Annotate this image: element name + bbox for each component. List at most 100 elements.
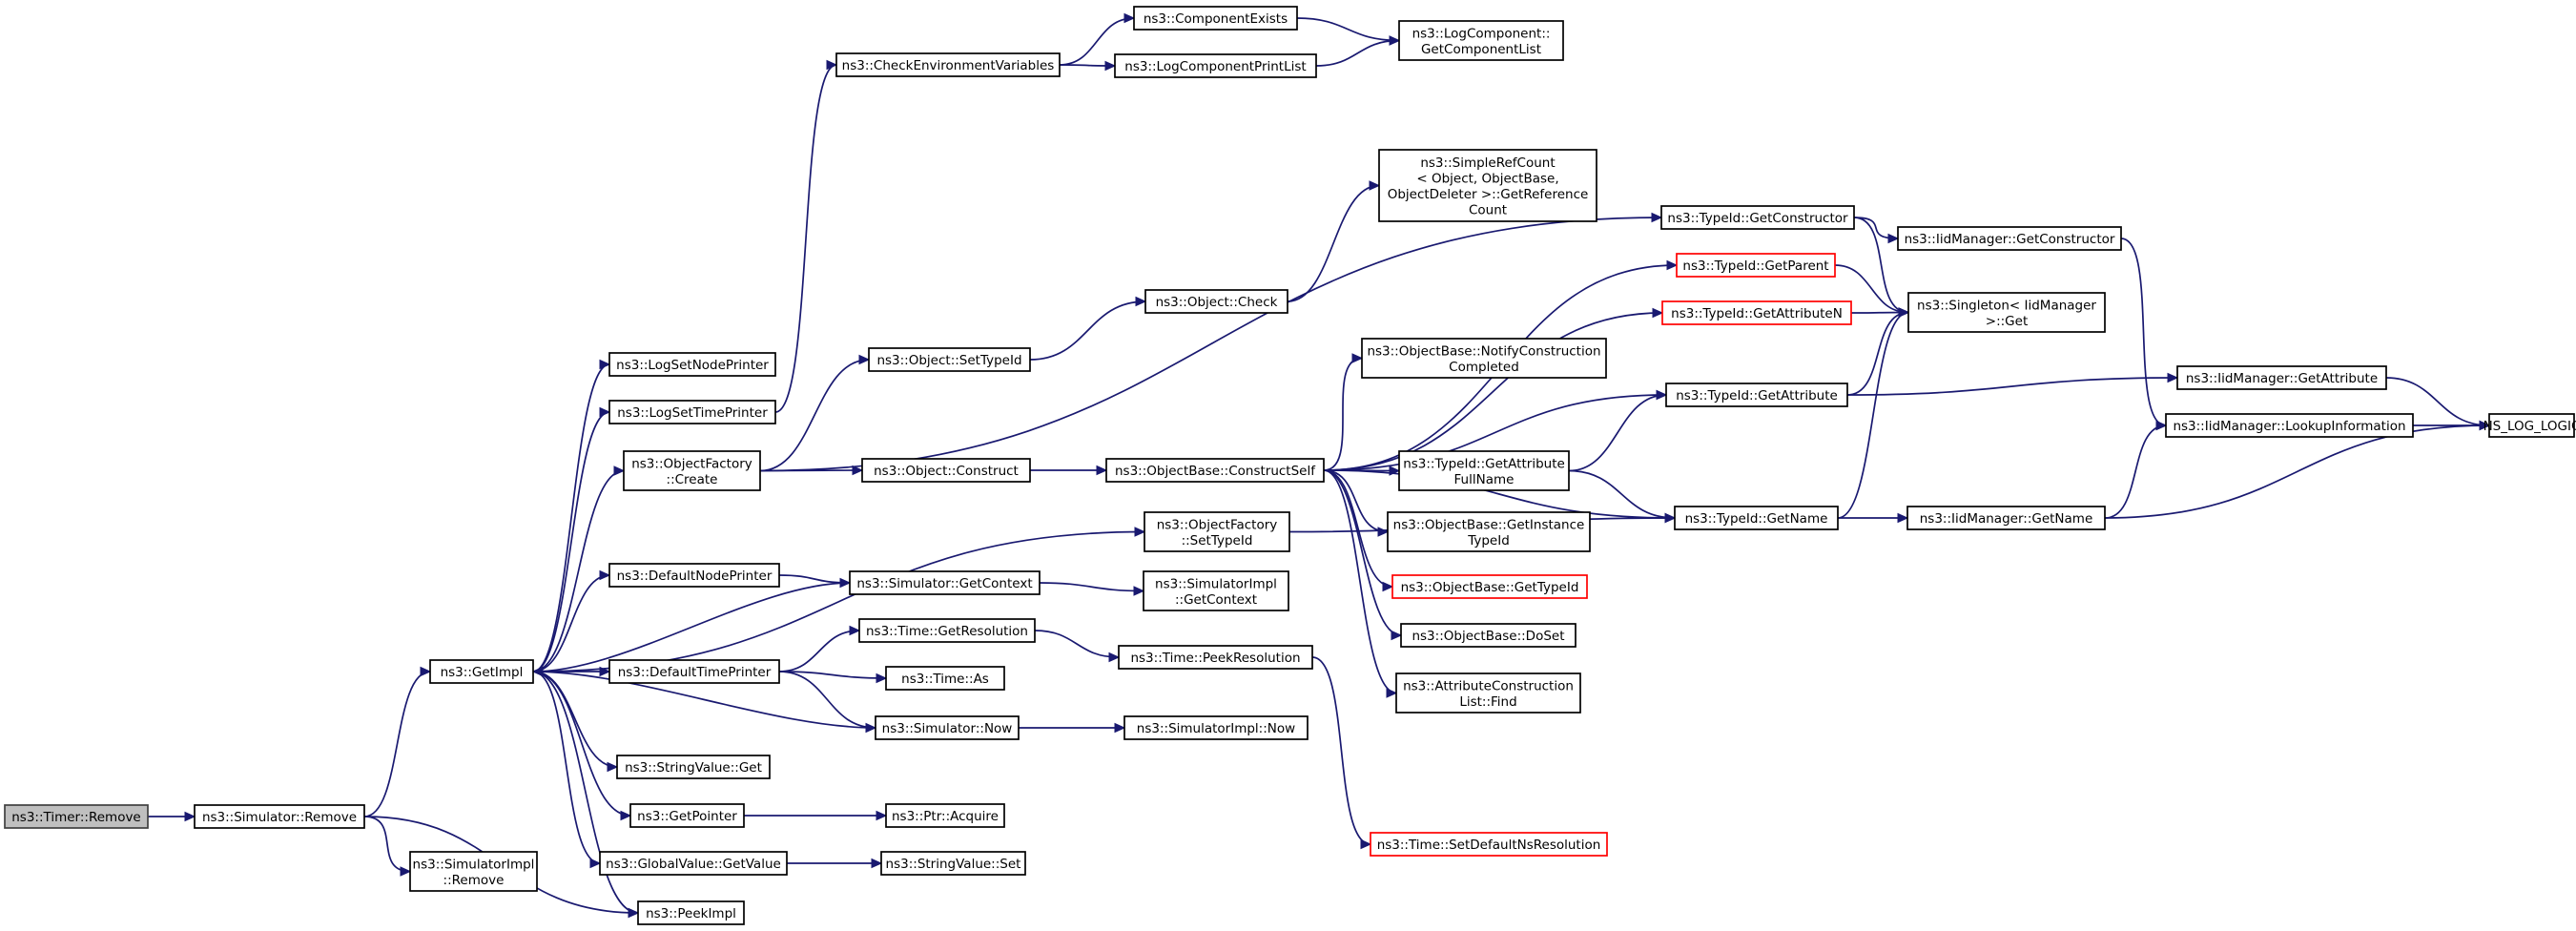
node-object-check[interactable]: ns3::Object::Check: [1144, 289, 1288, 314]
node-label: ns3::Simulator::Remove: [202, 810, 357, 825]
edge-iidmgr_getname-to-iidmgr_lookupinfo: [2104, 420, 2168, 519]
node-simimpl-getcontext[interactable]: ns3::SimulatorImpl::GetContext: [1143, 570, 1289, 611]
edge-checkenv-to-logcompprintlist: [1059, 60, 1117, 72]
node-simplerefcount[interactable]: ns3::SimpleRefCount< Object, ObjectBase,…: [1378, 149, 1597, 222]
node-label: ns3::DefaultNodePrinter: [617, 569, 773, 584]
edge-time_peekresolution-to-time_setdefaultns: [1311, 656, 1372, 850]
node-simimpl-remove[interactable]: ns3::SimulatorImpl::Remove: [409, 851, 538, 892]
node-typeid-getattribute[interactable]: ns3::TypeId::GetAttribute: [1665, 383, 1848, 407]
node-label: ns3::GetImpl: [441, 665, 524, 680]
node-iidmgr-getname[interactable]: ns3::IidManager::GetName: [1906, 506, 2106, 530]
node-label: ns3::PeekImpl: [646, 906, 736, 921]
node-defaulttime[interactable]: ns3::DefaultTimePrinter: [608, 659, 780, 684]
edge-objbase_constructself-to-attrconstrlist_find: [1323, 469, 1398, 698]
node-logcompprintlist[interactable]: ns3::LogComponentPrintList: [1114, 53, 1317, 78]
node-label: ns3::Time::SetDefaultNsResolution: [1377, 838, 1601, 853]
node-time-setdefaultns[interactable]: ns3::Time::SetDefaultNsResolution: [1370, 832, 1608, 857]
node-time-getresolution[interactable]: ns3::Time::GetResolution: [858, 618, 1036, 643]
node-getimpl[interactable]: ns3::GetImpl: [429, 659, 534, 684]
node-label: NS_LOG_LOGIC: [2483, 419, 2576, 434]
node-typeid-getattributen[interactable]: ns3::TypeId::GetAttributeN: [1661, 300, 1852, 325]
node-componentexists[interactable]: ns3::ComponentExists: [1133, 6, 1298, 31]
node-label: ns3::SimpleRefCount: [1420, 155, 1555, 171]
node-label: ns3::ObjectBase::GetInstance: [1393, 517, 1585, 532]
edge-iidmgr_getconstructor-to-iidmgr_lookupinfo: [2120, 238, 2168, 431]
edge-typeid_getconstructor-to-iidmgr_getconstructor: [1853, 217, 1900, 244]
node-checkenv[interactable]: ns3::CheckEnvironmentVariables: [835, 52, 1061, 77]
node-ns-log-logic[interactable]: NS_LOG_LOGIC: [2483, 413, 2576, 438]
edge-getimpl-to-defaultnode: [532, 569, 611, 672]
node-typeid-getname[interactable]: ns3::TypeId::GetName: [1674, 506, 1839, 530]
node-label: ns3::TypeId::GetAttribute: [1676, 388, 1838, 403]
node-label: ns3::IidManager::GetAttribute: [2186, 371, 2378, 386]
node-sim-getcontext[interactable]: ns3::Simulator::GetContext: [849, 570, 1041, 595]
edge-getimpl-to-globalvalue_getvalue: [532, 671, 602, 869]
node-label: GetComponentList: [1421, 42, 1541, 57]
node-label: ns3::SimulatorImpl: [413, 857, 535, 872]
node-sim-remove[interactable]: ns3::Simulator::Remove: [194, 804, 365, 829]
node-objfactory-settypeid[interactable]: ns3::ObjectFactory::SetTypeId: [1144, 511, 1290, 552]
edge-getimpl-to-stringvalue_get: [532, 671, 619, 773]
node-label: ns3::Singleton< IidManager: [1917, 298, 2096, 313]
node-defaultnode[interactable]: ns3::DefaultNodePrinter: [608, 563, 780, 588]
node-label: ns3::StringValue::Set: [886, 857, 1021, 872]
edge-getimpl-to-objfactory_settypeid: [532, 527, 1146, 672]
node-ptr-acquire[interactable]: ns3::Ptr::Acquire: [885, 803, 1005, 828]
node-label: ns3::SimulatorImpl::Now: [1137, 721, 1295, 736]
node-label: ns3::ObjectBase::NotifyConstruction: [1367, 343, 1600, 359]
node-time-as[interactable]: ns3::Time::As: [885, 666, 1005, 691]
node-label: ns3::Ptr::Acquire: [892, 809, 999, 824]
node-iidmgr-lookupinfo[interactable]: ns3::IidManager::LookupInformation: [2165, 413, 2414, 438]
edges-layer: [148, 12, 2491, 919]
nodes-layer: ns3::Timer::Remove ns3::Simulator::Remove…: [4, 6, 2576, 925]
node-label: ns3::IidManager::GetName: [1920, 511, 2093, 527]
node-label: ns3::LogSetTimePrinter: [617, 405, 768, 421]
node-label: ns3::Time::As: [901, 672, 989, 687]
node-label: ns3::SimulatorImpl: [1155, 576, 1277, 591]
node-object-settypeid[interactable]: ns3::Object::SetTypeId: [868, 347, 1031, 372]
node-logsettime[interactable]: ns3::LogSetTimePrinter: [608, 400, 776, 424]
node-sim-now[interactable]: ns3::Simulator::Now: [875, 715, 1020, 740]
node-objbase-gettypeid[interactable]: ns3::ObjectBase::GetTypeId: [1391, 574, 1588, 599]
node-globalvalue-getvalue[interactable]: ns3::GlobalValue::GetValue: [599, 851, 788, 876]
node-simimpl-now[interactable]: ns3::SimulatorImpl::Now: [1123, 715, 1309, 740]
node-singleton-get[interactable]: ns3::Singleton< IidManager>::Get: [1907, 292, 2106, 333]
edge-defaulttime-to-time_as: [778, 671, 888, 684]
node-objbase-constructself[interactable]: ns3::ObjectBase::ConstructSelf: [1105, 458, 1325, 483]
node-label: List::Find: [1459, 694, 1516, 710]
node-typeid-getparent[interactable]: ns3::TypeId::GetParent: [1676, 253, 1836, 278]
edge-objbase_constructself-to-objbase_notify: [1323, 353, 1364, 471]
node-label: TypeId: [1467, 533, 1510, 548]
node-typeid-getconstructor[interactable]: ns3::TypeId::GetConstructor: [1660, 205, 1855, 230]
node-peekimpl[interactable]: ns3::PeekImpl: [637, 900, 745, 925]
edge-objfactory_create-to-typeid_getconstructor: [759, 212, 1663, 472]
node-label: ns3::ObjectBase::DoSet: [1412, 629, 1564, 644]
edge-getimpl-to-peekimpl: [532, 671, 640, 919]
node-iidmgr-getconstructor[interactable]: ns3::IidManager::GetConstructor: [1897, 226, 2122, 251]
edge-getimpl-to-logsettime: [532, 406, 611, 672]
edge-objbase_constructself-to-typeid_getattributen: [1323, 307, 1664, 471]
node-stringvalue-get[interactable]: ns3::StringValue::Get: [616, 755, 771, 779]
node-logsetnode[interactable]: ns3::LogSetNodePrinter: [608, 352, 776, 377]
node-timer-remove[interactable]: ns3::Timer::Remove: [4, 804, 149, 829]
node-objbase-notify[interactable]: ns3::ObjectBase::NotifyConstructionCompl…: [1361, 338, 1607, 379]
node-label: ns3::ObjectBase::ConstructSelf: [1115, 464, 1316, 479]
edge-defaulttime-to-sim_now: [778, 671, 877, 734]
node-iidmgr-getattribute[interactable]: ns3::IidManager::GetAttribute: [2176, 365, 2387, 390]
edge-sim_now-to-getimpl: [531, 666, 876, 729]
node-objfactory-create[interactable]: ns3::ObjectFactory::Create: [623, 450, 761, 491]
edge-object_settypeid-to-object_check: [1029, 296, 1147, 361]
node-object-construct[interactable]: ns3::Object::Construct: [861, 458, 1031, 483]
node-time-peekresolution[interactable]: ns3::Time::PeekResolution: [1118, 645, 1313, 670]
node-label: ns3::LogSetNodePrinter: [616, 358, 769, 373]
node-logcomp-getlist[interactable]: ns3::LogComponent::GetComponentList: [1398, 20, 1564, 61]
edge-getpointer-to-ptr_acquire: [744, 810, 888, 821]
node-getpointer[interactable]: ns3::GetPointer: [629, 803, 745, 828]
edge-object_check-to-simplerefcount: [1287, 180, 1381, 302]
node-objbase-doset[interactable]: ns3::ObjectBase::DoSet: [1400, 623, 1577, 648]
edge-logcompprintlist-to-logcomp_getlist: [1315, 35, 1401, 67]
node-stringvalue-set[interactable]: ns3::StringValue::Set: [880, 851, 1026, 876]
